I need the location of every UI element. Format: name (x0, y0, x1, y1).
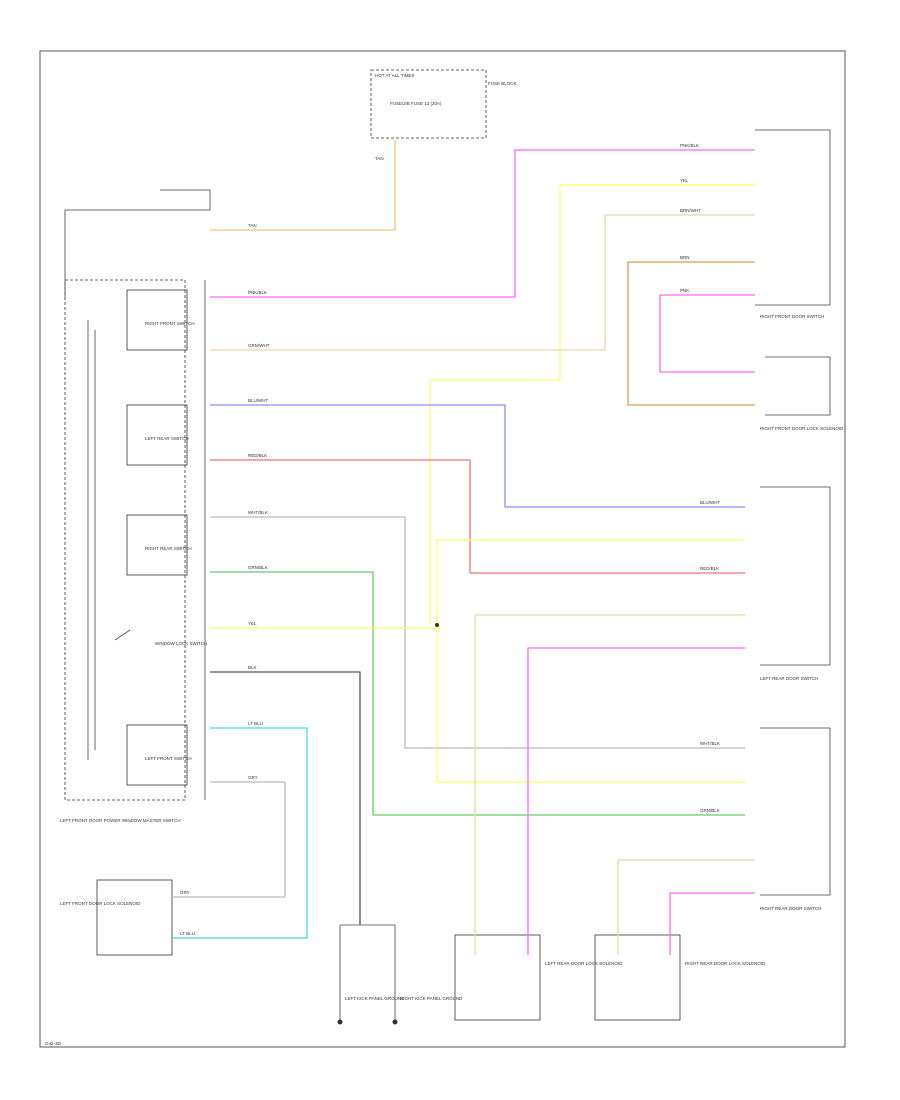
wire-lt-blu-lf (172, 727, 308, 939)
wire-grn-blk-rr (210, 571, 745, 816)
svg-text:RIGHT FRONT DOOR SWITCH: RIGHT FRONT DOOR SWITCH (760, 314, 824, 319)
label-tan: TAN (248, 223, 257, 228)
label-pnk-blk-r: PNK/BLK (680, 143, 699, 148)
label-wht-blk: WHT/BLK (248, 510, 268, 515)
wire-blk-ground (210, 671, 361, 925)
lr-window-switch: LEFT REAR SWITCH (126, 404, 189, 466)
label-yel-r: YEL (680, 178, 689, 183)
lf-master-switch-block: LEFT FRONT DOOR POWER WINDOW MASTER SWIT… (60, 279, 186, 823)
svg-text:HOT AT ALL TIMES: HOT AT ALL TIMES (375, 73, 415, 78)
label-gry-lf: GRY (180, 890, 190, 895)
label-blu-wht-r: BLU/WHT (700, 500, 721, 505)
junction-dot (435, 623, 439, 627)
lr-door-switch: LEFT REAR DOOR SWITCH (760, 486, 831, 681)
label-brn-r: BRN (680, 255, 690, 260)
svg-text:RIGHT FRONT SWITCH: RIGHT FRONT SWITCH (145, 321, 195, 326)
label-red-blk: RED/BLK (248, 453, 267, 458)
svg-text:RIGHT REAR DOOR LOCK SOLENOID: RIGHT REAR DOOR LOCK SOLENOID (685, 961, 766, 966)
rf-door-switch: RIGHT FRONT DOOR SWITCH (755, 129, 831, 319)
wire-tan-rr-solenoid (617, 859, 755, 955)
svg-text:LEFT REAR SWITCH: LEFT REAR SWITCH (145, 436, 189, 441)
wire-red-blk-lr (210, 459, 745, 574)
wire-wht-blk-rr (210, 516, 745, 749)
svg-text:LEFT FRONT DOOR POWER WINDOW M: LEFT FRONT DOOR POWER WINDOW MASTER SWIT… (60, 818, 181, 823)
svg-text:FUSE BLOCK: FUSE BLOCK (488, 81, 517, 86)
wire-blu-wht-lr (210, 404, 745, 508)
ground-left: LEFT KICK PANEL GROUND (337, 925, 405, 1025)
svg-text:LEFT REAR DOOR LOCK SOLENOID: LEFT REAR DOOR LOCK SOLENOID (545, 961, 623, 966)
label-pnk-r: PNK (680, 288, 689, 293)
svg-text:RIGHT REAR DOOR SWITCH: RIGHT REAR DOOR SWITCH (760, 906, 821, 911)
label-blu-wht: BLU/WHT (248, 398, 269, 403)
page-code: G42-3D (45, 1041, 62, 1046)
label-yel: YEL (248, 621, 257, 626)
wire-gry-lf (172, 781, 286, 898)
svg-text:LEFT FRONT DOOR LOCK SOLENOID: LEFT FRONT DOOR LOCK SOLENOID (60, 901, 141, 906)
svg-text:TAN: TAN (375, 156, 384, 161)
svg-text:LEFT REAR DOOR SWITCH: LEFT REAR DOOR SWITCH (760, 676, 818, 681)
wire-pnk-lr-solenoid (527, 647, 745, 955)
power-feed-line-2 (160, 189, 211, 210)
label-pnk-blk: PNK/BLK (248, 290, 267, 295)
l-rear-solenoid: LEFT REAR DOOR LOCK SOLENOID (454, 934, 623, 1021)
svg-text:WINDOW LOCK SWITCH: WINDOW LOCK SWITCH (155, 641, 207, 646)
label-blk: BLK (248, 665, 257, 670)
power-feed-line (64, 209, 210, 300)
wire-pnk-rf-solenoid (659, 294, 755, 373)
wire-tan-rf (210, 214, 755, 351)
label-brn-wht-r: BRN/WHT (680, 208, 701, 213)
fuse-block: HOT AT ALL TIMES FUSE BLOCK FUSE/J/B FUS… (370, 69, 517, 161)
label-grn-blk-r: GRN/BLK (700, 808, 720, 813)
label-lt-blu-lf: LT BLU (180, 931, 195, 936)
svg-text:RIGHT KICK PANEL GROUND: RIGHT KICK PANEL GROUND (400, 996, 463, 1001)
window-lock-switch: WINDOW LOCK SWITCH (114, 629, 207, 646)
wire-tan-power (210, 140, 396, 231)
rf-window-switch: RIGHT FRONT SWITCH (126, 289, 195, 351)
lf-lock-solenoid: LEFT FRONT DOOR LOCK SOLENOID (60, 879, 173, 956)
label-wht-blk-r: WHT/BLK (700, 741, 720, 746)
ground-right: RIGHT KICK PANEL GROUND (392, 925, 463, 1025)
rf-lock-solenoid: RIGHT FRONT DOOR LOCK SOLENOID (760, 356, 844, 431)
svg-text:FUSE/J/B FUSE 13 (20A): FUSE/J/B FUSE 13 (20A) (390, 101, 442, 106)
label-grn-blk: GRN/BLK (248, 565, 268, 570)
svg-text:RIGHT REAR SWITCH: RIGHT REAR SWITCH (145, 546, 192, 551)
svg-text:LEFT FRONT SWITCH: LEFT FRONT SWITCH (145, 756, 192, 761)
lf-window-switch: LEFT FRONT SWITCH (126, 724, 192, 786)
svg-text:LEFT KICK PANEL GROUND: LEFT KICK PANEL GROUND (345, 996, 405, 1001)
label-gry: GRY (248, 775, 258, 780)
wire-brn-rf (627, 261, 755, 406)
r-rear-solenoid: RIGHT REAR DOOR LOCK SOLENOID (594, 934, 766, 1021)
label-grn-wht: GRN/WHT (248, 343, 270, 348)
wire-pnk-blk-rf (210, 149, 755, 298)
wire-pnk-rr-solenoid (669, 892, 755, 955)
wire-yel-rf (429, 184, 755, 625)
wire-tan-lr-solenoid (474, 614, 745, 955)
svg-text:RIGHT FRONT DOOR LOCK SOLENOID: RIGHT FRONT DOOR LOCK SOLENOID (760, 426, 844, 431)
rr-door-switch: RIGHT REAR DOOR SWITCH (760, 727, 831, 911)
wire-yel-lr (436, 539, 745, 783)
diagram-frame (39, 50, 846, 1048)
rr-window-switch: RIGHT REAR SWITCH (126, 514, 192, 576)
label-lt-blu: LT BLU (248, 721, 263, 726)
label-red-blk-r: RED/BLK (700, 566, 719, 571)
